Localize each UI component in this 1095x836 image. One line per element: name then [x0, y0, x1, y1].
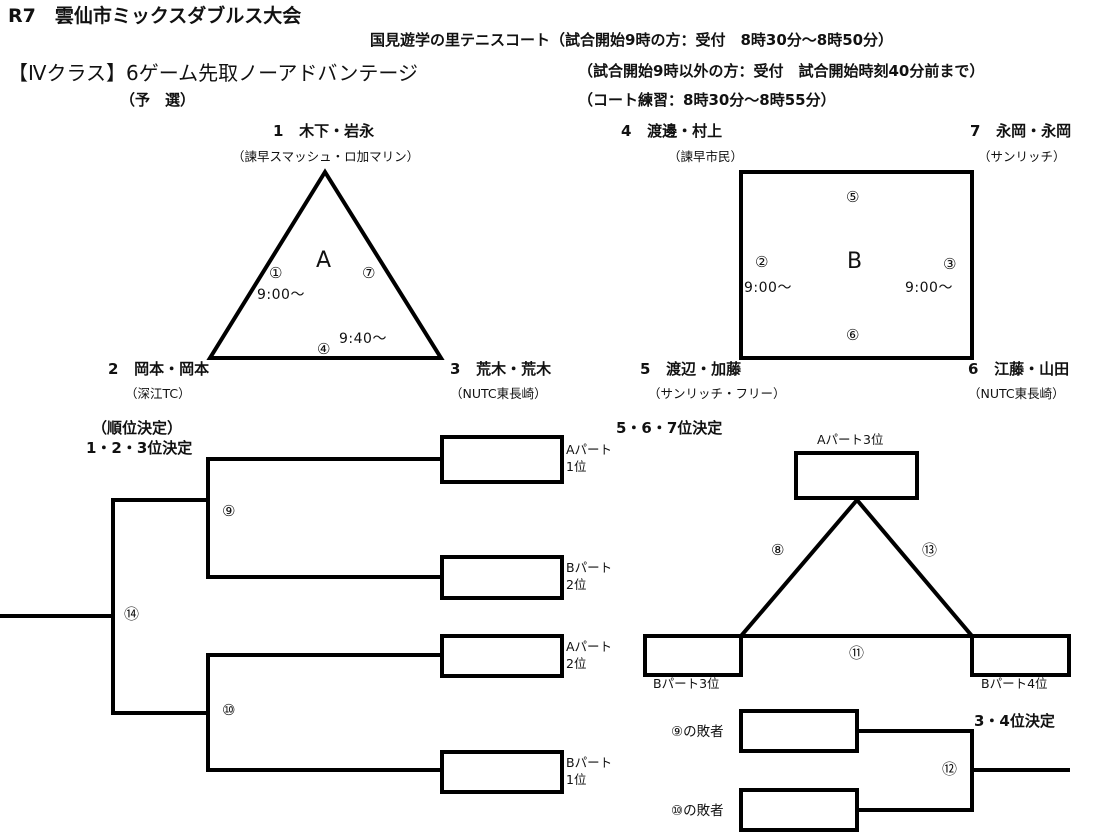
- slot-box-a3[interactable]: [794, 451, 919, 500]
- team-3-names: 荒木・荒木: [476, 360, 552, 378]
- match-9-bracket: [206, 457, 442, 579]
- team-1-club: （諫早スマッシュ・ロ加マリン）: [232, 149, 420, 164]
- team-2-seed: 2: [108, 360, 119, 378]
- preliminary-label: （予 選）: [120, 91, 196, 109]
- match-1-time: 9:00～: [257, 287, 305, 303]
- group-a-label: A: [316, 248, 332, 273]
- team-3-seed: 3: [450, 360, 461, 378]
- slot-box-a1[interactable]: [440, 435, 564, 484]
- slot-label-a2-part: Aパート: [566, 639, 613, 654]
- venue-info: 国見遊学の里テニスコート（試合開始9時の方：受付 8時30分～8時50分）: [370, 31, 894, 49]
- team-2-club: （深江TC）: [125, 386, 191, 401]
- team-5-club: （サンリッチ・フリー）: [648, 386, 786, 401]
- team-6-names: 江藤・山田: [994, 360, 1070, 378]
- slot-label-b4: Bパート4位: [981, 676, 1048, 691]
- slot-box-b4[interactable]: [970, 634, 1071, 677]
- slot-box-b2[interactable]: [440, 555, 564, 600]
- court-practice-info: （コート練習：8時30分～8時55分）: [578, 91, 836, 109]
- slot-label-b1-part: Bパート: [566, 755, 613, 770]
- ranking-section-label: （順位決定）: [92, 419, 183, 437]
- match-2-time: 9:00～: [744, 280, 792, 296]
- team-7-names: 永岡・永岡: [996, 122, 1072, 140]
- team-3: 3 荒木・荒木: [450, 362, 551, 377]
- team-3-club: （NUTC東長崎）: [450, 386, 547, 401]
- match-1-number: ①: [269, 264, 283, 282]
- group-b-square: [739, 170, 974, 360]
- match-9-number: ⑨: [222, 502, 236, 520]
- slot-label-b2: Bパート 2位: [566, 560, 612, 594]
- slot-label-b1: Bパート 1位: [566, 755, 612, 789]
- group-a-triangle: [206, 168, 445, 360]
- match-11-number: ⑪: [849, 644, 865, 662]
- match-7-number: ⑦: [362, 264, 376, 282]
- tournament-title: R7 雲仙市ミックスダブルス大会: [8, 5, 302, 27]
- top3-label: 1・2・3位決定: [86, 439, 193, 457]
- slot-label-a1-part: Aパート: [566, 442, 613, 457]
- team-4-seed: 4: [621, 122, 632, 140]
- match-4-time: 9:40～: [339, 331, 387, 347]
- team-6-club: （NUTC東長崎）: [968, 386, 1065, 401]
- team-2: 2 岡本・岡本: [108, 362, 209, 377]
- slot-box-loser-9[interactable]: [739, 709, 859, 753]
- group-b-label: B: [847, 249, 863, 274]
- match-3-number: ③: [943, 255, 957, 273]
- team-5: 5 渡辺・加藤: [640, 362, 741, 377]
- slot-label-b1-rank: 1位: [566, 771, 587, 787]
- match-10-bracket: [206, 653, 442, 772]
- team-6: 6 江藤・山田: [968, 362, 1069, 377]
- placement-567-label: 5・6・7位決定: [616, 419, 723, 437]
- slot-box-loser-10[interactable]: [739, 788, 859, 832]
- match-13-number: ⑬: [922, 541, 938, 559]
- team-4-names: 渡邊・村上: [647, 122, 723, 140]
- match-14-bracket: [111, 498, 208, 715]
- reception-other-info: （試合開始9時以外の方：受付 試合開始時刻40分前まで）: [578, 62, 985, 80]
- match-10-number: ⑩: [222, 701, 236, 719]
- placement-567-triangle: [736, 496, 977, 638]
- slot-box-a2[interactable]: [440, 634, 564, 678]
- slot-label-a1-rank: 1位: [566, 458, 587, 474]
- match-12-number: ⑫: [942, 760, 958, 778]
- team-1: 1 木下・岩永: [273, 124, 374, 139]
- slot-label-a2: Aパート 2位: [566, 639, 612, 673]
- match-8-number: ⑧: [771, 541, 785, 559]
- class-title: 【Ⅳクラス】6ゲーム先取ノーアドバンテージ: [8, 61, 418, 85]
- match-14-number: ⑭: [124, 605, 140, 623]
- placement-34-label: 3・4位決定: [974, 712, 1055, 730]
- team-7-seed: 7: [970, 122, 981, 140]
- slot-box-b3[interactable]: [643, 634, 743, 677]
- slot-label-a1: Aパート 1位: [566, 442, 612, 476]
- match-2-number: ②: [755, 253, 769, 271]
- team-7: 7 永岡・永岡: [970, 124, 1071, 139]
- team-1-names: 木下・岩永: [299, 122, 375, 140]
- slot-label-b3: Bパート3位: [653, 676, 720, 691]
- slot-label-loser-10: ⑩の敗者: [671, 803, 724, 819]
- slot-label-a3: Aパート3位: [817, 432, 884, 447]
- team-2-names: 岡本・岡本: [134, 360, 210, 378]
- team-5-seed: 5: [640, 360, 651, 378]
- team-4-club: （諫早市民）: [668, 149, 744, 164]
- team-6-seed: 6: [968, 360, 979, 378]
- match-4-number: ④: [317, 340, 331, 358]
- team-1-seed: 1: [273, 122, 284, 140]
- slot-label-b2-rank: 2位: [566, 576, 587, 592]
- slot-label-b2-part: Bパート: [566, 560, 613, 575]
- team-4: 4 渡邊・村上: [621, 124, 722, 139]
- match-6-number: ⑥: [846, 326, 860, 344]
- slot-box-b1[interactable]: [440, 750, 564, 794]
- match-3-time: 9:00～: [905, 280, 953, 296]
- slot-label-loser-9: ⑨の敗者: [671, 724, 724, 740]
- team-7-club: （サンリッチ）: [978, 149, 1066, 164]
- slot-label-a2-rank: 2位: [566, 655, 587, 671]
- team-5-names: 渡辺・加藤: [666, 360, 742, 378]
- match-5-number: ⑤: [846, 188, 860, 206]
